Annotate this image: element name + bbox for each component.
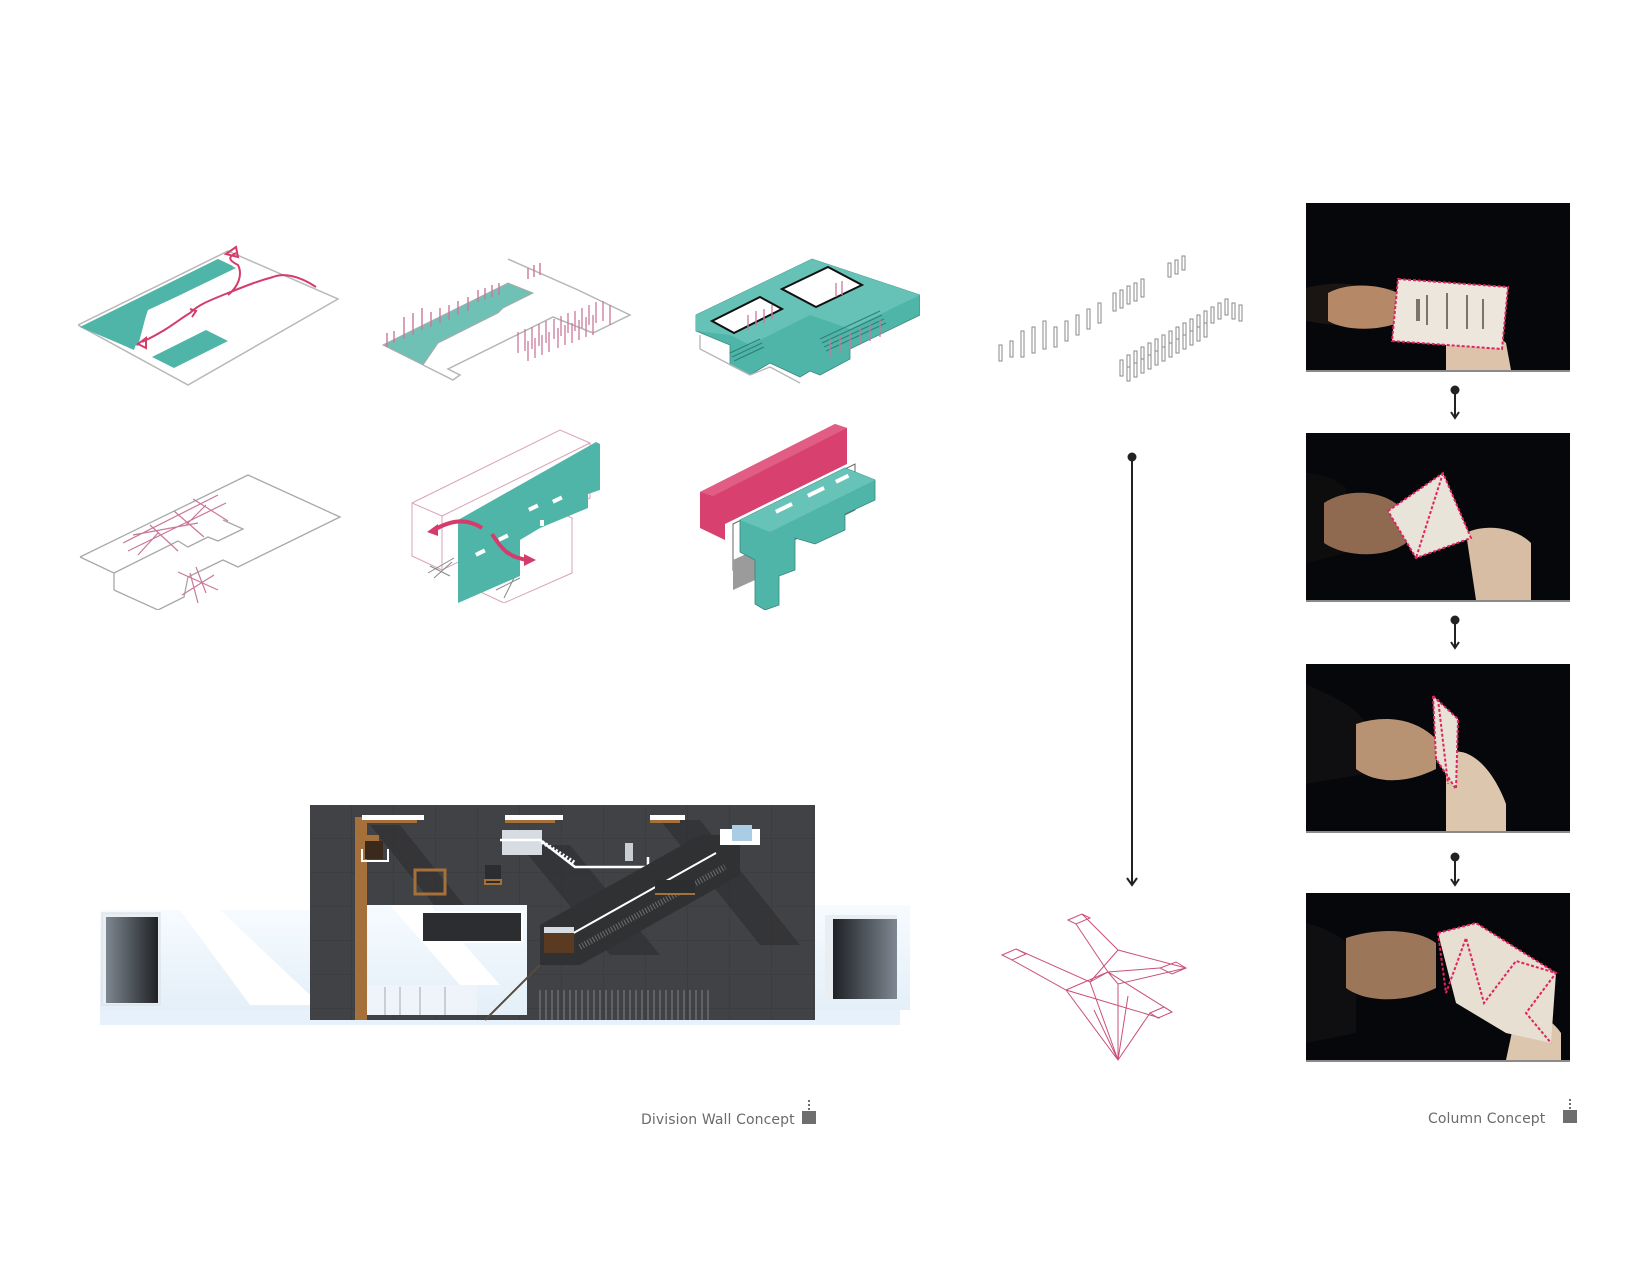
fold-photo-step-1 <box>1306 203 1570 372</box>
column-tree-plan-diagram <box>78 455 343 610</box>
column-field-diagram <box>995 235 1250 385</box>
fold-photo-step-2 <box>1306 433 1570 602</box>
step-arrow-icon <box>1449 615 1461 651</box>
division-wall-axon-diagram <box>410 428 610 603</box>
wall-massing-axon-diagram <box>695 420 895 610</box>
arrow-down-icon <box>1125 452 1139 892</box>
column-concept-caption: Column Concept <box>1428 1111 1546 1127</box>
column-grid-plan-diagram <box>378 235 638 395</box>
step-arrow-icon <box>1449 385 1461 421</box>
caption-marker-dots <box>1569 1099 1571 1109</box>
caption-marker-icon <box>1563 1110 1577 1123</box>
division-wall-caption: Division Wall Concept <box>641 1112 795 1128</box>
step-arrow-icon <box>1449 852 1461 888</box>
fold-photo-step-3 <box>1306 664 1570 833</box>
caption-marker-icon <box>802 1111 816 1124</box>
massing-plan-diagram <box>690 235 920 395</box>
circulation-plan-diagram <box>78 235 343 395</box>
fold-photo-step-4 <box>1306 893 1570 1062</box>
division-wall-section-render <box>100 805 910 1025</box>
caption-marker-dots <box>808 1100 810 1110</box>
folded-column-diagram <box>1000 910 1250 1070</box>
